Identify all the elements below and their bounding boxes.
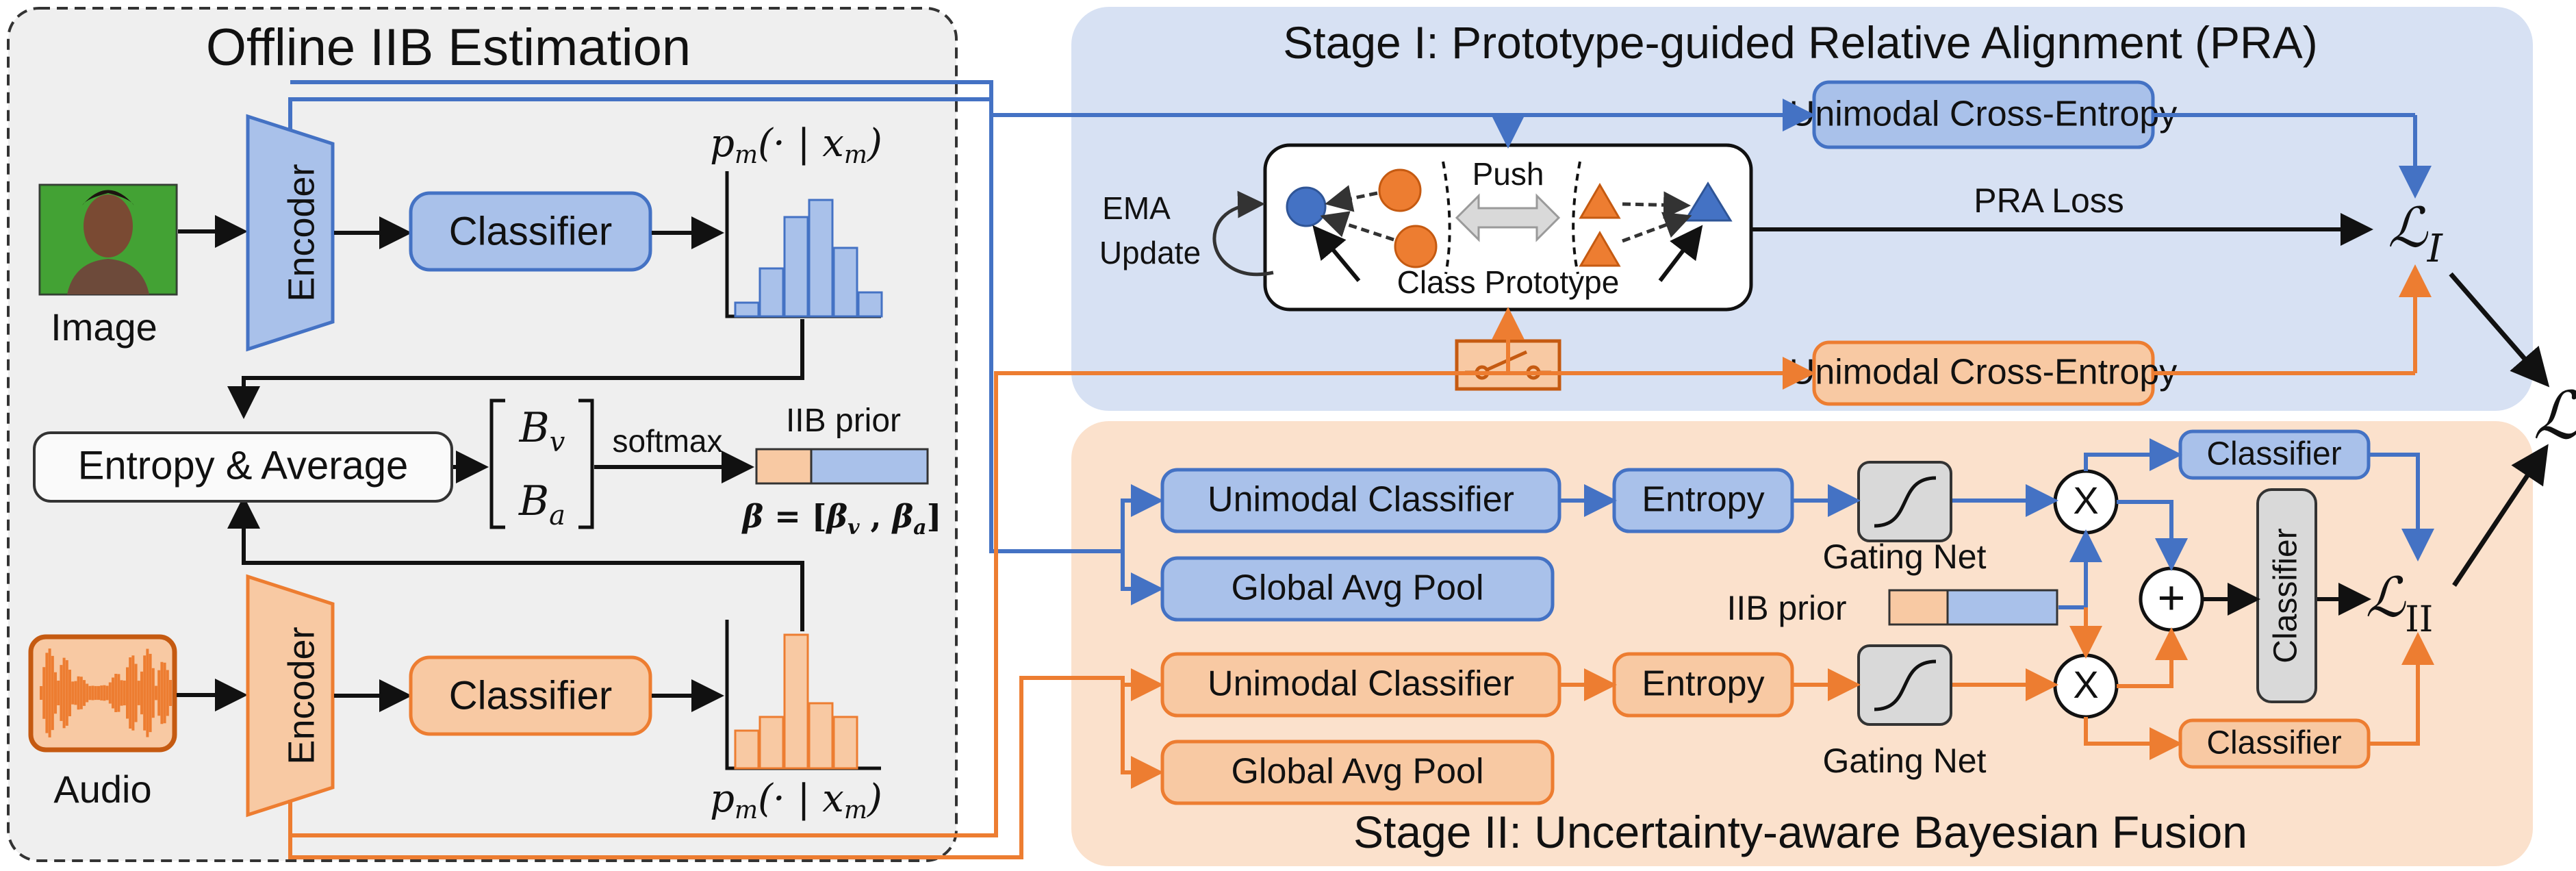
entropy-orange-label: Entropy [1642,664,1764,704]
prototype-shapes [1286,161,1733,282]
hist-bar [832,247,858,318]
face-image [38,184,178,296]
plus-label: + [2158,570,2186,624]
arrow-hist-v-to-entropy [227,319,804,419]
beta-equation: β = [βv , βa] [741,498,942,540]
audio-distribution-hist [725,620,881,770]
gating-net-blue-label: Gating Net [1822,538,1986,576]
loss-total: ℒ [2533,377,2576,454]
entropy-blue-label: Entropy [1642,480,1764,520]
audio-classifier [409,655,652,736]
stage2-title: Stage II: Uncertainty-aware Bayesian Fus… [1353,807,2247,857]
audio-classifier-label: Classifier [449,673,613,718]
image-encoder [246,114,335,352]
arrow-cls-o-loss-ii [2370,632,2434,746]
hist-bar [857,291,883,318]
ce-orange-label: Unimodal Cross-Entropy [1789,353,2177,392]
arrow-orange-to-gap [1121,678,1164,789]
push-label: Push [1472,156,1544,192]
update-label: Update [1099,235,1201,270]
arrow-cls-b-loss-ii [2370,453,2434,561]
hist-bar [783,633,809,770]
image-dist-label: pm(· | xm) [710,121,882,169]
iib-prior-bar [755,448,929,485]
gating-net-orange-icon [1857,644,1952,726]
arrow-loss-ii-total [2452,444,2549,587]
hist-bar [832,716,858,770]
mult-blue-label: X [2073,479,2098,522]
b-vector: Bv Ba [489,399,594,531]
ce-blue-label: Unimodal Cross-Entropy [1789,94,2177,134]
audio-encoder-label: Encoder [281,627,322,764]
arrow-mult-o-classifier [2084,717,2182,760]
arrow-mult-b-classifier [2084,438,2182,471]
hist-bar [808,702,834,770]
offline-title: Offline IIB Estimation [206,18,691,77]
entropy-average-box [33,431,453,503]
uni-cls-blue-label: Unimodal Classifier [1208,480,1514,520]
image-distribution-hist [725,171,883,318]
audio-dist-label: pm(· | xm) [710,777,882,824]
ema-loop-arrow [1212,190,1274,276]
hist-bar [758,267,785,318]
hist-bar [758,716,785,770]
classifier-fused-label: Classifier [2268,528,2304,663]
mult-orange-label: X [2073,663,2098,706]
arrow-blue-to-gap [1121,551,1164,605]
gap-orange-label: Global Avg Pool [1231,752,1483,792]
ema-label: EMA [1102,190,1171,226]
audio-encoder [246,574,335,818]
image-label: Image [51,305,157,349]
entropy-average-label: Entropy & Average [78,443,409,488]
image-encoder-label: Encoder [281,164,322,301]
uni-cls-orange-label: Unimodal Classifier [1208,664,1514,704]
classifier-blue-label: Classifier [2206,436,2341,472]
iib-prior-stage2-bar [1888,589,2058,626]
class-prototype-label: Class Prototype [1397,264,1620,300]
hist-bar [783,216,809,318]
softmax-label: softmax [612,423,722,459]
arrow-loss-i-total [2449,272,2550,388]
arrow-blue-enc-to-stage2 [290,80,1164,553]
arrow-mult-b-plus [2117,500,2188,571]
arrow-mult-o-plus [2117,627,2188,688]
classifier-orange-label: Classifier [2206,725,2341,761]
iib-prior-stage2-label: IIB prior [1726,589,1846,627]
gap-blue-label: Global Avg Pool [1231,568,1483,608]
gating-net-blue-icon [1857,461,1952,542]
svg-text:Bv: Bv [519,404,565,458]
image-classifier-label: Classifier [449,209,613,253]
svg-text:Ba: Ba [518,477,565,531]
loss-i: ℒI [2388,196,2444,271]
hist-bar [734,301,760,318]
arrow-hist-a-to-entropy [227,496,804,631]
audio-label: Audio [53,768,151,811]
iib-prior-label: IIB prior [786,403,901,439]
hist-bar [808,199,834,318]
stage1-title: Stage I: Prototype-guided Relative Align… [1283,17,2317,68]
hist-bar [734,729,760,770]
image-classifier [409,191,652,272]
gating-net-orange-label: Gating Net [1822,742,1986,780]
audio-waveform-icon [28,634,177,753]
pra-loss-label: PRA Loss [1974,181,2124,220]
